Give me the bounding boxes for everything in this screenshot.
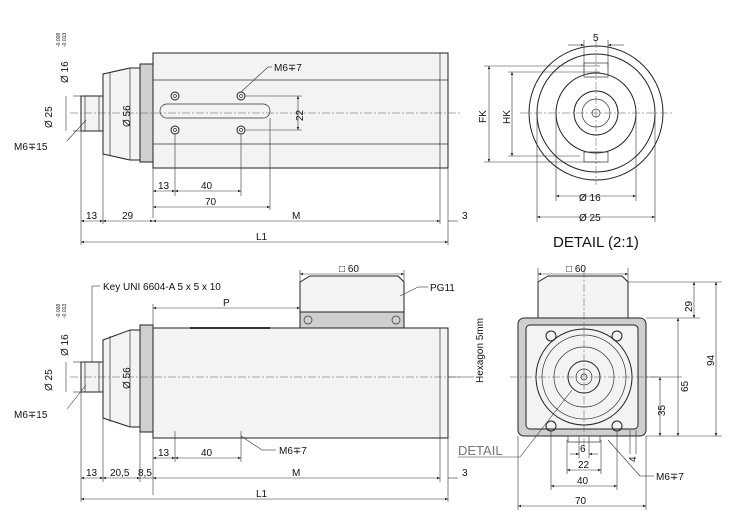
- dia56-side: Ø 56: [122, 367, 133, 389]
- thread-label-side: M6∓7: [279, 446, 307, 457]
- dim-13-side: 13: [158, 448, 170, 459]
- dim-6-front: 6: [580, 444, 586, 455]
- dim-94-front: 94: [706, 354, 717, 366]
- shaft: [80, 95, 104, 132]
- dia25-side: Ø 25: [44, 369, 55, 391]
- thread-label-front: M6∓7: [656, 472, 684, 483]
- mounting-slot: [159, 103, 271, 119]
- dim-8-5-side: 8,5: [138, 468, 152, 479]
- dim-L1-side: L1: [256, 489, 268, 500]
- dim-M-side: M: [292, 468, 300, 479]
- square60-front: □ 60: [566, 264, 586, 275]
- dim-3-side: 3: [462, 468, 468, 479]
- dia16-side: Ø 16: [60, 334, 71, 356]
- dim-40-side: 40: [201, 448, 213, 459]
- dim-FK-detail: FK: [478, 110, 489, 123]
- detail-callout[interactable]: DETAIL: [458, 443, 503, 458]
- dim-40-front: 40: [577, 476, 589, 487]
- key-label: Key UNI 6604-A 5 x 5 x 10: [103, 282, 221, 293]
- dia16-label-top: Ø 16: [60, 61, 71, 83]
- top-view: M6∓7 Ø 16 -0.008 -0.013 Ø 25 Ø 56 M6∓15 …: [14, 33, 468, 245]
- dim-22-front: 22: [578, 460, 590, 471]
- thread-label-top: M6∓7: [274, 63, 302, 74]
- hexagon-label: Hexagon 5mm: [475, 318, 486, 383]
- dim-L1-top: L1: [256, 232, 268, 243]
- dim-HK-detail: HK: [502, 110, 513, 124]
- dia16-tol-upper-side: -0.008: [56, 304, 62, 318]
- detail-title: DETAIL (2:1): [553, 234, 639, 251]
- dim-29-top: 29: [122, 211, 134, 222]
- detail-view: 5 FK HK Ø 16 Ø 25 DETAIL (2:1): [478, 33, 672, 251]
- square60-side: □ 60: [339, 264, 359, 275]
- side-view: Key UNI 6604-A 5 x 5 x 10 □ 60 PG11 P He…: [14, 264, 486, 502]
- motor-housing-side: [152, 327, 449, 439]
- dim-13-top: 13: [158, 181, 170, 192]
- dim-29-front: 29: [684, 300, 695, 312]
- dim-22-top: 22: [295, 109, 306, 121]
- dia16-tol-upper-top: -0.008: [56, 33, 62, 47]
- dia16-detail: Ø 16: [579, 193, 601, 204]
- dia16-tol-lower-side: -0.013: [62, 304, 68, 318]
- dim-35-front: 35: [657, 404, 668, 416]
- dim-40-top: 40: [201, 181, 213, 192]
- dim-P-side: P: [223, 298, 230, 309]
- dia25-label-top: Ø 25: [44, 106, 55, 128]
- dim-70-front: 70: [575, 496, 587, 507]
- dim-13b-side: 13: [86, 468, 98, 479]
- motor-housing: [152, 52, 449, 169]
- dim-13b-top: 13: [86, 211, 98, 222]
- dia25-detail: Ø 25: [579, 213, 601, 224]
- dim-20-5-side: 20,5: [110, 468, 130, 479]
- dia56-label-top: Ø 56: [122, 105, 133, 127]
- dim-3-top: 3: [462, 211, 468, 222]
- dim-70-top: 70: [205, 197, 217, 208]
- thread-front-label-top: M6∓15: [14, 142, 48, 153]
- dim-5-detail: 5: [593, 33, 599, 44]
- front-view: □ 60 29 94 65 35 DETAIL 6 22 40: [458, 264, 722, 510]
- dim-65-front: 65: [680, 380, 691, 392]
- thread-front-label-side: M6∓15: [14, 410, 48, 421]
- dim-4-front: 4: [628, 456, 639, 462]
- pg11-label: PG11: [430, 283, 455, 294]
- dim-M-top: M: [292, 211, 300, 222]
- dia16-tol-lower-top: -0.013: [62, 33, 68, 47]
